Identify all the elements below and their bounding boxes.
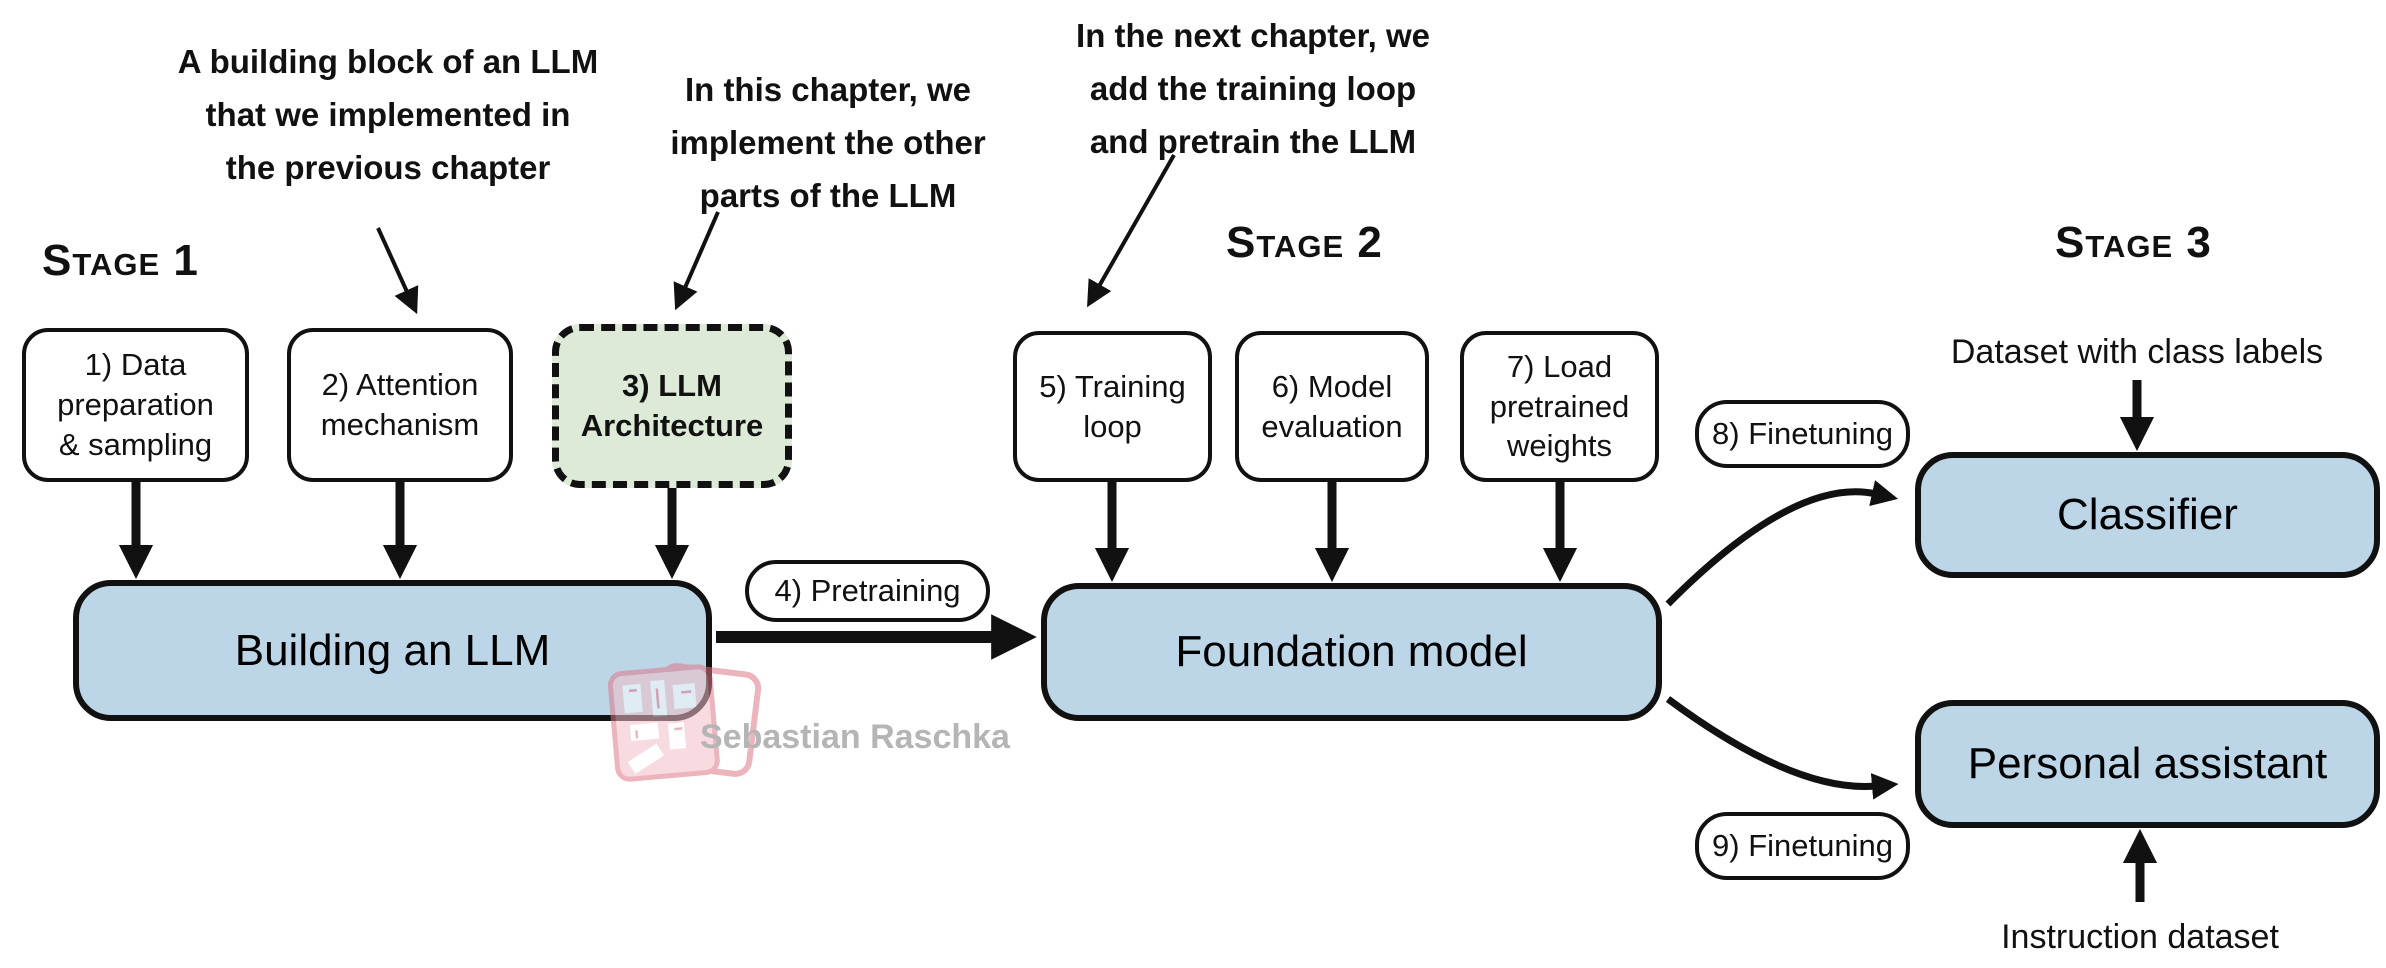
label-instruction-dataset: Instruction dataset: [2001, 918, 2279, 956]
stage-1-label: Stage 1: [42, 236, 199, 285]
pill-box-finetuning-8: 8) Finetuning: [1695, 400, 1910, 468]
arrow-note-to-attention: [376, 227, 419, 315]
annotation-training-note: In the next chapter, we add the training…: [1076, 17, 1430, 160]
arrow-foundation-to-classifier: [1665, 480, 1899, 607]
step-box-model-evaluation: 6) Model evaluation: [1235, 331, 1429, 482]
arrow-note-to-trainingloop: [1087, 154, 1176, 308]
pill-box-finetuning-9: 9) Finetuning: [1695, 812, 1910, 880]
watermark-logo: [607, 663, 762, 782]
arrow-foundation-to-assistant: [1665, 696, 1899, 800]
stage-3-label: Stage 3: [2055, 218, 2212, 267]
pill-box-pretraining: 4) Pretraining: [745, 560, 990, 622]
main-box-foundation-model: Foundation model: [1041, 583, 1662, 721]
step-box-llm-architecture: 3) LLM Architecture: [552, 324, 792, 488]
step-box-training-loop: 5) Training loop: [1013, 331, 1212, 482]
label-class-dataset: Dataset with class labels: [1950, 333, 2324, 371]
main-box-classifier: Classifier: [1915, 452, 2380, 578]
step-box-data-preparation: 1) Data preparation & sampling: [22, 328, 249, 482]
main-box-building-llm: Building an LLM: [73, 580, 712, 721]
arrow-note-to-architecture: [673, 211, 720, 311]
annotation-architecture-note: In this chapter, we implement the other …: [670, 71, 986, 214]
main-box-personal-assistant: Personal assistant: [1915, 700, 2380, 828]
stage-2-label: Stage 2: [1226, 218, 1383, 267]
watermark-author: Sebastian Raschka: [700, 718, 1010, 756]
step-box-load-pretrained-weights: 7) Load pretrained weights: [1460, 331, 1659, 482]
step-box-attention-mechanism: 2) Attention mechanism: [287, 328, 513, 482]
annotation-attention-note: A building block of an LLM that we imple…: [177, 43, 599, 186]
